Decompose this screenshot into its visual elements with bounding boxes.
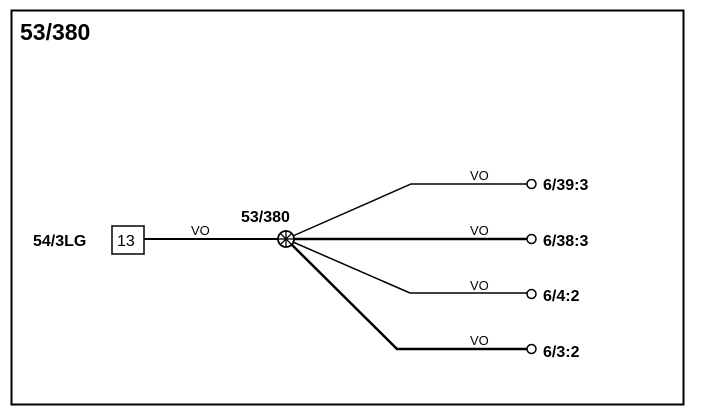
terminal-circle-3 [526, 288, 537, 300]
branch-wire-4 [285, 238, 527, 351]
terminal-label-1: 6/39:3 [543, 177, 588, 194]
terminal-label-2: 6/38:3 [543, 233, 588, 250]
terminal-label-4: 6/3:2 [543, 344, 580, 361]
branch-wire-label-1: VO [470, 168, 489, 183]
terminal-circle-4 [526, 343, 537, 355]
terminal-label-3: 6/4:2 [543, 288, 580, 305]
terminal-circle-2 [526, 233, 537, 245]
branch-wire-1 [285, 183, 527, 240]
splice-label: 53/380 [241, 209, 290, 226]
source-pin-number: 13 [117, 233, 135, 250]
source-connector-label: 54/3LG [33, 233, 86, 250]
splice-symbol-icon [277, 230, 295, 248]
source-pin-box [111, 225, 145, 255]
main-wire-label: VO [191, 223, 210, 238]
branch-wire-label-3: VO [470, 278, 489, 293]
diagram-frame [10, 9, 685, 406]
terminal-circle-1 [526, 178, 537, 190]
branch-wire-label-2: VO [470, 223, 489, 238]
branch-wire-label-4: VO [470, 333, 489, 348]
branch-wire-3 [285, 238, 527, 294]
diagram-title: 53/380 [20, 19, 90, 45]
